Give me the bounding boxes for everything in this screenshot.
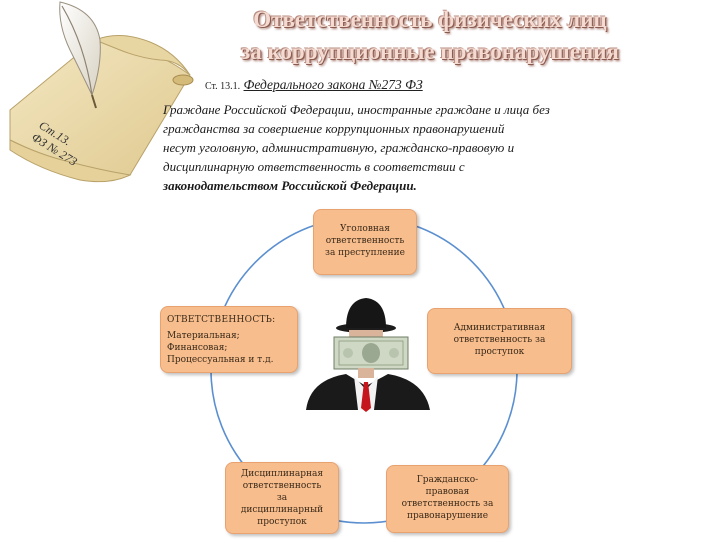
box-line: ответственность за — [453, 335, 546, 345]
law-text-paragraph: Граждане Российской Федерации, иностранн… — [163, 100, 653, 195]
box-line: проступок — [474, 347, 525, 357]
law-reference: Ст. 13.1. Федерального закона №273 ФЗ — [205, 77, 423, 93]
box-line: Процессуальная и т.д. — [167, 355, 274, 365]
quill-feather-icon — [59, 1, 101, 109]
law-text-line: несут уголовную, административную, гражд… — [163, 140, 515, 155]
box-line: за — [276, 493, 288, 503]
box-disciplinary-liability: Дисциплинарная ответственность за дисцип… — [225, 462, 339, 534]
box-line: дисциплинарный — [240, 505, 324, 515]
law-text-line: дисциплинарную ответственность в соответ… — [163, 159, 465, 174]
page-title: Ответственность физических лиц за корруп… — [150, 4, 710, 68]
box-liability-kinds: ОТВЕТСТВЕННОСТЬ: Материальная; Финансова… — [160, 306, 298, 373]
box-heading: ОТВЕТСТВЕННОСТЬ: — [167, 315, 276, 325]
scroll-quill-illustration — [9, 1, 194, 183]
box-line: Дисциплинарная — [240, 469, 324, 479]
box-line: Административная — [453, 323, 546, 333]
box-administrative-liability: Административная ответственность за прос… — [427, 308, 572, 374]
box-line: Финансовая; — [167, 343, 228, 353]
box-line: правовая — [425, 487, 470, 497]
title-line1: Ответственность физических лиц — [253, 7, 607, 32]
box-criminal-liability: Уголовная ответственность за преступлени… — [313, 209, 417, 275]
box-line: за преступление — [325, 248, 405, 258]
scroll-curl-top — [93, 35, 191, 76]
law-text-line: законодательством Российской Федерации. — [163, 178, 417, 193]
law-text-line: гражданства за совершение коррупционных … — [163, 121, 505, 136]
title-line2: за коррупционные правонарушения — [240, 39, 620, 64]
box-line: ответственность — [325, 236, 405, 246]
box-line: ответственность — [242, 481, 322, 491]
box-line: Материальная; — [167, 331, 240, 341]
box-line: Уголовная — [340, 224, 390, 234]
box-line: Гражданско- — [416, 475, 479, 485]
scroll-roll-end — [172, 74, 194, 86]
law-ref-name: Федерального закона №273 ФЗ — [243, 77, 423, 92]
man-in-bowler-hat-icon — [306, 298, 430, 412]
scroll-curl-bottom — [9, 139, 132, 183]
box-line: правонарушение — [406, 511, 489, 521]
box-civil-law-liability: Гражданско- правовая ответственность за … — [386, 465, 509, 533]
box-line: ответственность за — [401, 499, 494, 509]
law-text-line: Граждане Российской Федерации, иностранн… — [163, 102, 550, 117]
law-ref-prefix: Ст. 13.1. — [205, 81, 241, 92]
box-line: проступок — [257, 517, 307, 527]
